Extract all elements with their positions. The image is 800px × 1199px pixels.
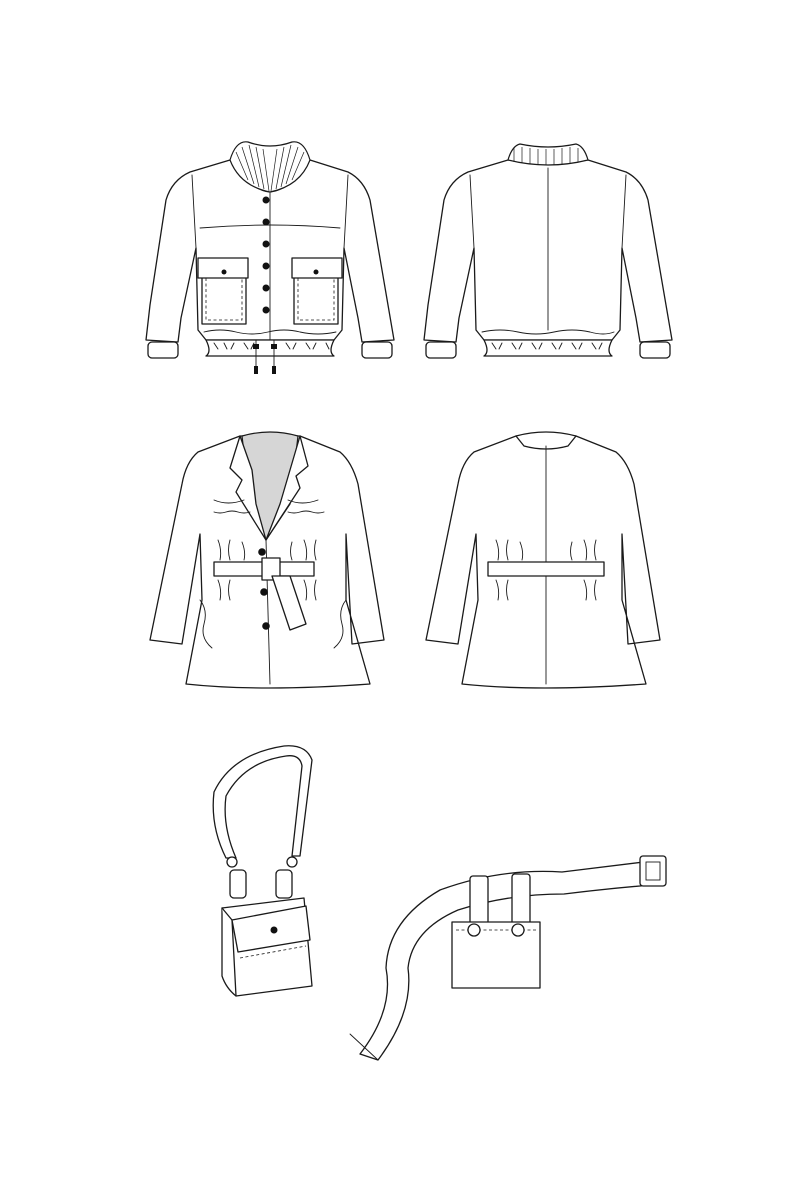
bomber-jacket-back-icon bbox=[423, 143, 673, 359]
belted-jacket-back-icon bbox=[425, 431, 661, 689]
belt-bag-icon bbox=[349, 855, 667, 1061]
bomber-jacket-front-icon bbox=[145, 141, 395, 374]
crossbody-bag-icon bbox=[212, 745, 313, 997]
belted-jacket-front-icon bbox=[149, 431, 385, 689]
